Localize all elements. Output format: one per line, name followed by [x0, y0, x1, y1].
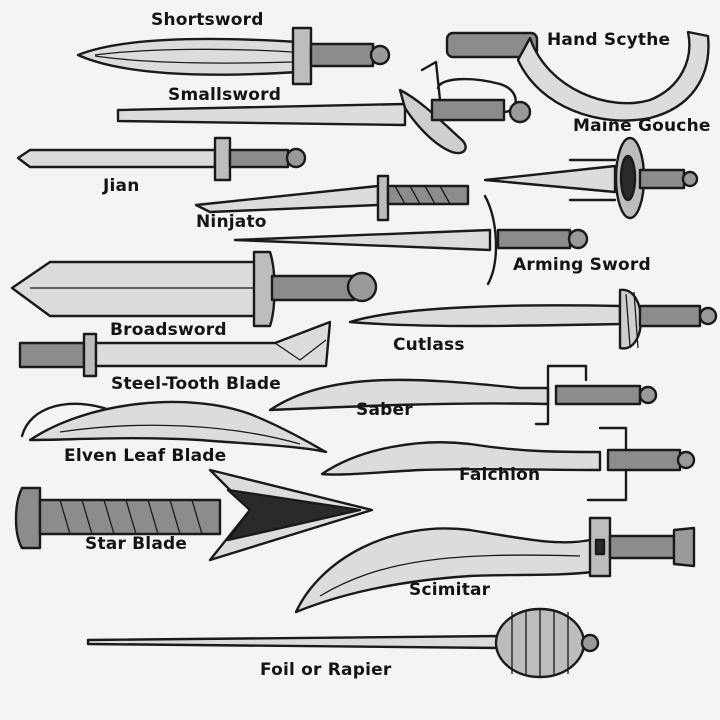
shortsword-drawing — [76, 26, 391, 86]
saber-drawing — [268, 364, 658, 426]
arming-sword-label: Arming Sword — [513, 255, 651, 275]
ninjato-label: Ninjato — [196, 212, 267, 232]
saber-label: Saber — [356, 400, 413, 420]
cutlass-drawing — [348, 288, 718, 350]
smallsword-label: Smallsword — [168, 85, 282, 105]
scimitar-drawing — [294, 516, 696, 614]
steel-tooth-blade-drawing — [18, 320, 332, 378]
hand-scythe-label: Hand Scythe — [547, 30, 671, 50]
broadsword-drawing — [10, 250, 378, 328]
scimitar-label: Scimitar — [409, 580, 491, 600]
falchion-label: Falchion — [459, 465, 541, 485]
foil-or-rapier-drawing — [86, 607, 600, 679]
shortsword-label: Shortsword — [151, 10, 264, 30]
arming-sword-drawing — [233, 194, 589, 286]
hand-scythe-drawing — [445, 30, 710, 122]
maine-gouche-drawing — [483, 136, 699, 220]
cutlass-label: Cutlass — [393, 335, 465, 355]
foil-or-rapier-label: Foil or Rapier — [260, 660, 392, 680]
maine-gouche-label: Maine Gouche — [573, 116, 711, 136]
ninjato-drawing — [194, 174, 470, 222]
jian-label: Jian — [103, 176, 140, 196]
broadsword-label: Broadsword — [110, 320, 227, 340]
smallsword-drawing — [116, 60, 532, 155]
jian-drawing — [16, 136, 307, 182]
elven-leaf-blade-label: Elven Leaf Blade — [64, 446, 227, 466]
elven-leaf-blade-drawing — [20, 400, 328, 454]
star-blade-label: Star Blade — [85, 534, 188, 554]
star-blade-drawing — [14, 468, 374, 562]
falchion-drawing — [320, 426, 696, 502]
steel-tooth-blade-label: Steel-Tooth Blade — [111, 374, 282, 394]
